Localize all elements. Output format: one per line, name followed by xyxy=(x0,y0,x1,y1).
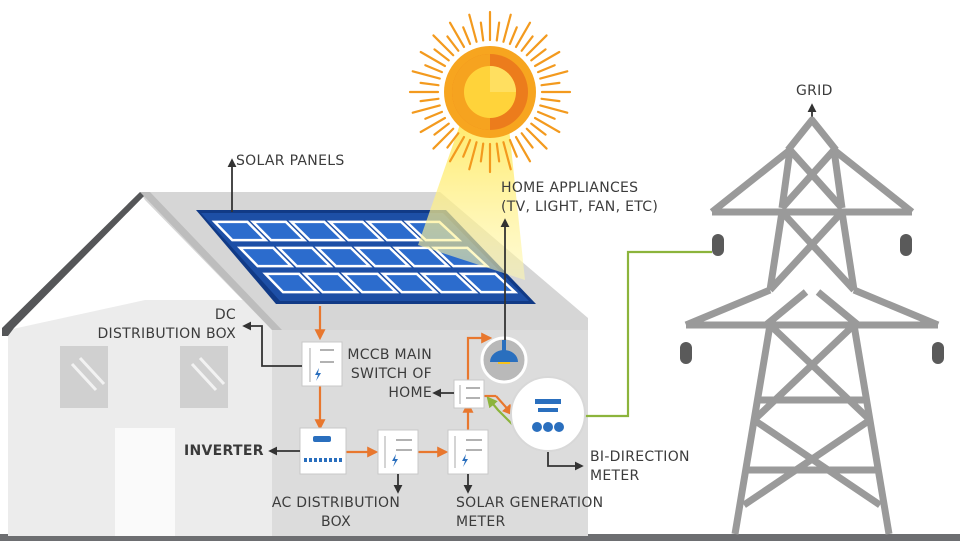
sun-ray xyxy=(446,35,460,52)
inverter-indicator xyxy=(304,458,307,462)
solar-cell xyxy=(236,246,295,268)
sun-ray xyxy=(540,81,561,87)
sun-ray xyxy=(432,127,455,150)
lightning-icon xyxy=(315,368,321,381)
sun-ray xyxy=(433,122,450,136)
sun-ray xyxy=(533,116,561,134)
sun-ray xyxy=(495,21,501,42)
sunlight-beam xyxy=(418,90,525,280)
dc-distribution-box xyxy=(301,341,343,387)
meter-icon xyxy=(510,376,586,452)
sun-ray xyxy=(525,127,548,150)
grid-connection-line xyxy=(486,250,712,429)
inverter-indicator xyxy=(334,458,337,462)
sun-ray xyxy=(479,21,485,42)
sun-ray xyxy=(424,110,444,120)
sun-icon xyxy=(408,10,572,174)
solar-cell xyxy=(340,272,400,294)
label-inverter: INVERTER xyxy=(184,443,264,459)
sun-ray xyxy=(462,138,472,158)
sun-ray xyxy=(525,34,548,57)
label-grid: GRID xyxy=(796,83,833,99)
power-wiring xyxy=(314,306,514,458)
house-door xyxy=(115,428,175,536)
sun-ray xyxy=(539,104,569,114)
sun-ray xyxy=(508,26,518,46)
transmission-tower-icon xyxy=(684,116,940,535)
house-window xyxy=(180,346,228,408)
inverter-indicator xyxy=(319,458,322,462)
solar-cell xyxy=(301,272,360,294)
label-solar-generation-meter: SOLAR GENERATION METER xyxy=(456,495,604,530)
solar-cell xyxy=(458,272,519,294)
sun-ray xyxy=(419,50,447,68)
label-solar-panels: SOLAR PANELS xyxy=(236,153,345,169)
sun-ray xyxy=(520,35,534,52)
mccb-main-switch xyxy=(453,379,485,409)
solar-cell xyxy=(211,220,269,242)
solar-cell xyxy=(380,272,439,294)
inverter-indicator xyxy=(324,458,327,462)
solar-cell xyxy=(288,220,346,242)
sun-ray xyxy=(540,97,561,103)
label-pointers xyxy=(227,103,817,494)
sun-ray xyxy=(411,70,441,80)
sun-ray xyxy=(446,132,460,149)
sun-ray xyxy=(536,64,556,74)
label-home-appliances: HOME APPLIANCES (TV, LIGHT, FAN, ETC) xyxy=(501,180,659,215)
ground-line xyxy=(0,534,960,541)
solar-cell xyxy=(275,246,334,268)
sun-ray xyxy=(536,110,556,120)
sun-ray xyxy=(530,48,547,62)
solar-cell xyxy=(326,220,385,242)
solar-cell xyxy=(392,246,451,268)
sun-ray xyxy=(520,132,534,149)
label-mccb-main-switch: MCCB MAIN SWITCH OF HOME xyxy=(347,347,432,401)
sun-ray xyxy=(533,50,561,68)
inverter-indicator xyxy=(314,458,317,462)
sun-ray xyxy=(448,135,466,163)
solar-generation-meter xyxy=(447,429,489,475)
sun-ray xyxy=(539,70,569,80)
sun-ray xyxy=(462,26,472,46)
lamp-icon xyxy=(480,336,528,384)
sun-ray xyxy=(419,97,440,103)
house-window xyxy=(60,346,108,408)
sun-ray xyxy=(432,34,455,57)
sun-ray xyxy=(530,122,547,136)
label-ac-distribution-box: AC DISTRIBUTION BOX xyxy=(271,495,401,530)
lightning-icon xyxy=(462,454,468,467)
inverter-box xyxy=(299,427,347,475)
sun-ray xyxy=(514,21,532,49)
solar-cell xyxy=(249,220,308,242)
label-bi-direction-meter: BI-DIRECTION METER xyxy=(590,449,690,484)
solar-cell xyxy=(262,272,320,294)
lightning-icon xyxy=(392,454,398,467)
solar-cell xyxy=(353,246,412,268)
sun-ray xyxy=(514,135,532,163)
inverter-indicator xyxy=(309,458,312,462)
ac-distribution-box xyxy=(377,429,419,475)
inverter-indicator xyxy=(329,458,332,462)
sun-ray xyxy=(448,21,466,49)
tower-insulators xyxy=(680,234,944,364)
solar-cell xyxy=(314,246,373,268)
sun-ray xyxy=(495,142,501,163)
sun-ray xyxy=(433,48,450,62)
solar-cell xyxy=(419,272,479,294)
sun-ray xyxy=(468,13,478,43)
sun-ray xyxy=(468,141,478,171)
sun-ray xyxy=(502,141,512,171)
inverter-indicator xyxy=(339,458,342,462)
sun-ray xyxy=(479,142,485,163)
sun-ray xyxy=(411,104,441,114)
sun-ray xyxy=(419,116,447,134)
sun-ray xyxy=(419,81,440,87)
sun-ray xyxy=(502,13,512,43)
label-dc-distribution-box: DC DISTRIBUTION BOX xyxy=(97,307,236,342)
sun-ray xyxy=(508,138,518,158)
sun-ray xyxy=(424,64,444,74)
